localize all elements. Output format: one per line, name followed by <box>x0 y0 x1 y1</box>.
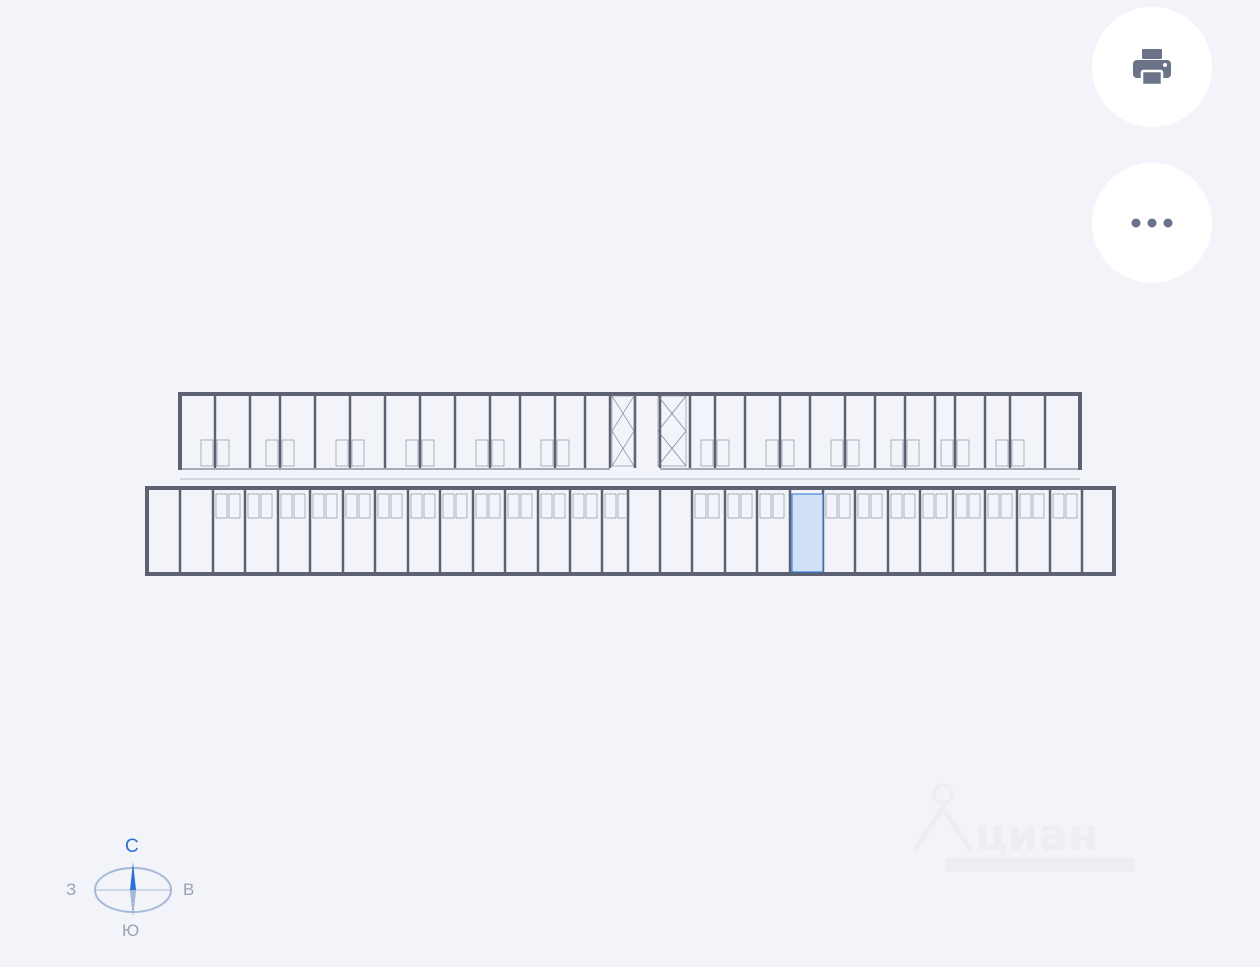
bathroom-fixture <box>442 493 455 519</box>
bathroom-fixture <box>727 493 740 519</box>
bathroom-fixture <box>1019 493 1032 519</box>
bathroom-fixture <box>604 493 617 519</box>
bathroom-fixture <box>1000 493 1013 519</box>
core-cross <box>611 430 635 467</box>
bathroom-fixture <box>1032 493 1045 519</box>
bathroom-fixture <box>870 493 883 519</box>
bathroom-fixture <box>707 493 720 519</box>
bathroom-fixture <box>759 493 772 519</box>
bathroom-fixture <box>280 493 293 519</box>
print-button[interactable] <box>1092 7 1212 127</box>
bathroom-fixture <box>488 493 501 519</box>
bathroom-fixture <box>421 439 435 467</box>
bathroom-fixture <box>293 493 306 519</box>
bathroom-fixture <box>995 439 1009 467</box>
core-cross <box>657 430 687 467</box>
bathroom-fixture <box>520 493 533 519</box>
bathroom-fixture <box>890 439 904 467</box>
bathroom-fixture <box>772 493 785 519</box>
bathroom-fixture <box>325 493 338 519</box>
bathroom-fixture <box>922 493 935 519</box>
bathroom-fixture <box>556 439 570 467</box>
cian-watermark: циан <box>912 783 1135 872</box>
printer-icon <box>1133 49 1171 87</box>
compass-south-label: Ю <box>122 921 140 940</box>
bathroom-fixture <box>335 439 349 467</box>
bathroom-fixture <box>700 439 714 467</box>
bathroom-fixture <box>830 439 844 467</box>
bathroom-fixture <box>940 439 954 467</box>
bathroom-fixture <box>1011 439 1025 467</box>
bathroom-fixture <box>410 493 423 519</box>
elevator-core <box>657 395 687 467</box>
bathroom-fixture <box>281 439 295 467</box>
compass-west-label: З <box>66 880 77 899</box>
bathroom-fixture <box>215 493 228 519</box>
selected-apartment[interactable] <box>791 493 824 573</box>
bathroom-fixture <box>265 439 279 467</box>
bathroom-fixture <box>507 493 520 519</box>
bathroom-fixture <box>955 493 968 519</box>
bathroom-fixture <box>358 493 371 519</box>
plan-details <box>180 395 1080 519</box>
bathroom-fixture <box>906 439 920 467</box>
bathroom-fixture <box>825 493 838 519</box>
bathroom-fixture <box>890 493 903 519</box>
bathroom-fixture <box>585 493 598 519</box>
bathroom-fixture <box>455 493 468 519</box>
bathroom-fixture <box>540 439 554 467</box>
bathroom-fixture <box>228 493 241 519</box>
bathroom-fixture <box>312 493 325 519</box>
bathroom-fixture <box>857 493 870 519</box>
bathroom-fixture <box>247 493 260 519</box>
core-cross <box>657 395 687 432</box>
bathroom-fixture <box>260 493 273 519</box>
bathroom-fixture <box>553 493 566 519</box>
bathroom-fixture <box>987 493 1000 519</box>
plan-walls <box>145 392 1116 576</box>
bathroom-fixture <box>200 439 214 467</box>
bathroom-fixture <box>390 493 403 519</box>
bathroom-fixture <box>475 439 489 467</box>
more-button[interactable] <box>1092 163 1212 283</box>
bathroom-fixture <box>1052 493 1065 519</box>
bathroom-fixture <box>540 493 553 519</box>
bathroom-fixture <box>838 493 851 519</box>
bathroom-fixture <box>617 493 630 519</box>
compass-north-label: С <box>125 836 139 857</box>
more-horizontal-icon <box>1131 218 1173 228</box>
bathroom-fixture <box>345 493 358 519</box>
bathroom-fixture <box>1065 493 1078 519</box>
bathroom-fixture <box>475 493 488 519</box>
bathroom-fixture <box>968 493 981 519</box>
bathroom-fixture <box>765 439 779 467</box>
bathroom-fixture <box>956 439 970 467</box>
bathroom-fixture <box>846 439 860 467</box>
bathroom-fixture <box>781 439 795 467</box>
bathroom-fixture <box>377 493 390 519</box>
bathroom-fixture <box>694 493 707 519</box>
bathroom-fixture <box>216 439 230 467</box>
bathroom-fixture <box>423 493 436 519</box>
bathroom-fixture <box>716 439 730 467</box>
watermark-brand: циан <box>975 810 1099 861</box>
compass-east-label: В <box>183 880 195 899</box>
core-cross <box>611 395 635 432</box>
elevator-core <box>611 395 635 467</box>
bathroom-fixture <box>935 493 948 519</box>
compass-icon <box>94 862 172 916</box>
bathroom-fixture <box>903 493 916 519</box>
bathroom-fixture <box>740 493 753 519</box>
bathroom-fixture <box>405 439 419 467</box>
bathroom-fixture <box>351 439 365 467</box>
bathroom-fixture <box>491 439 505 467</box>
bathroom-fixture <box>572 493 585 519</box>
compass: С З В Ю <box>62 836 202 946</box>
